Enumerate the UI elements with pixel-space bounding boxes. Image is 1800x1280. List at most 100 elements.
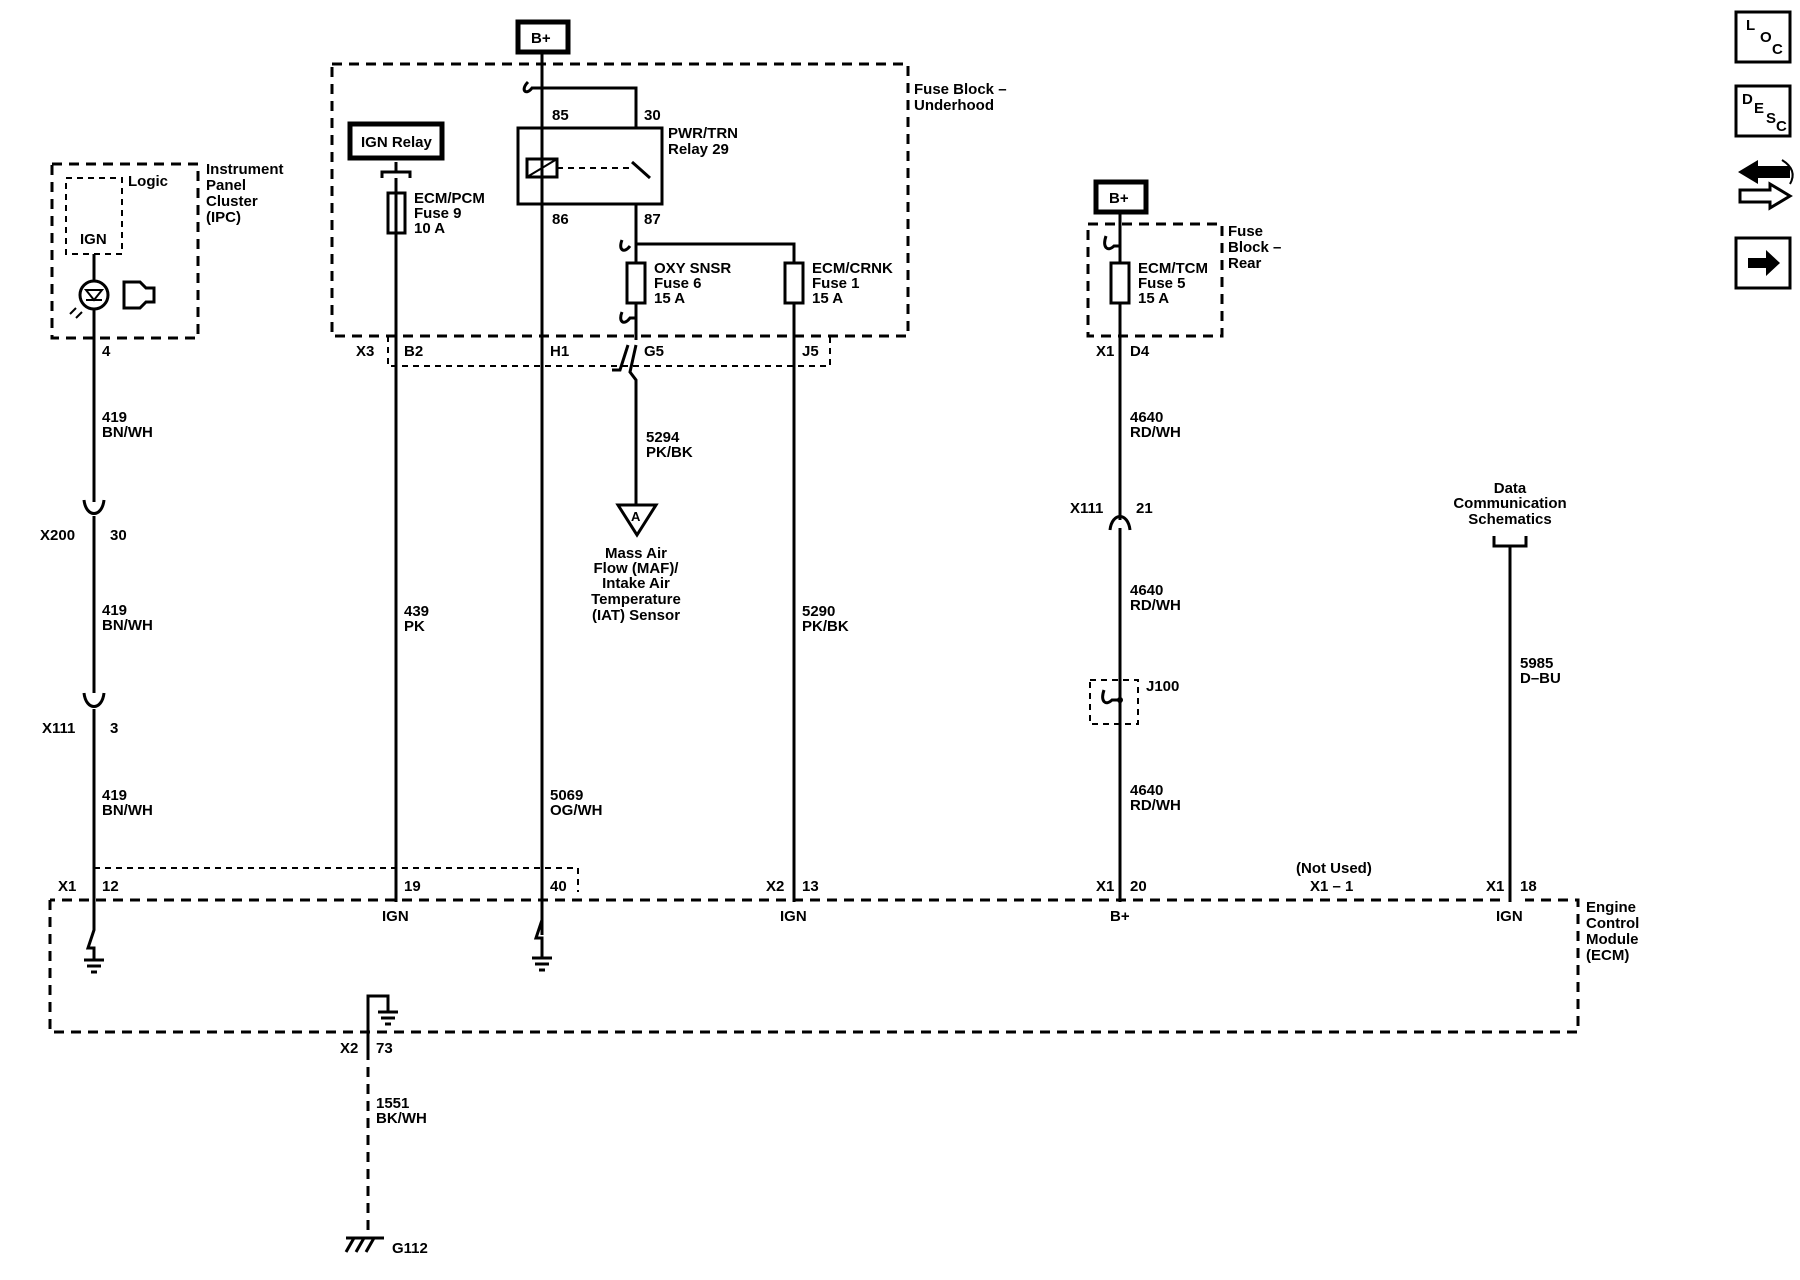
ipc-l3-text: Cluster xyxy=(206,193,258,210)
wires-w419b-num-text: 419 xyxy=(102,602,127,619)
next-arrow-button[interactable] xyxy=(1734,236,1792,290)
connectors-x2-a-text: X2 xyxy=(766,878,784,895)
fuse-block-rear-line1-text: Fuse xyxy=(1228,223,1263,240)
wires-w4640b-color-text: RD/WH xyxy=(1130,597,1181,614)
ipc-logic-text: Logic xyxy=(128,173,168,190)
ign-relay-text: IGN Relay xyxy=(361,134,433,151)
ecm-l2-text: Control xyxy=(1586,915,1639,932)
fuses-ecm-tcm-l2-text: Fuse 5 xyxy=(1138,275,1186,292)
wires-w5290-color-text: PK/BK xyxy=(802,618,849,635)
wires-w5985-color-text: D–BU xyxy=(1520,670,1561,687)
loc-letter-l: L xyxy=(1746,17,1755,34)
loc-letter-o: O xyxy=(1760,29,1772,46)
wires-w4640b-num-text: 4640 xyxy=(1130,582,1163,599)
wires-w4640c-num-text: 4640 xyxy=(1130,782,1163,799)
ecm-ign3-text: IGN xyxy=(1496,908,1523,925)
desc-letter-s: S xyxy=(1766,110,1776,127)
connectors-g112-text: G112 xyxy=(392,1240,428,1257)
connectors-j5-text: J5 xyxy=(802,343,819,360)
connectors-x111-left-pin-text: 3 xyxy=(110,720,118,737)
fuse-ecm-crnk xyxy=(783,261,805,305)
ground-g112-icon xyxy=(344,1236,384,1253)
wires-w419c-color-text: BN/WH xyxy=(102,802,153,819)
b-plus-right-box: B+ xyxy=(1093,179,1149,215)
relay-pin86-text: 86 xyxy=(552,211,569,228)
fuses-ecm-pcm-l2-text: Fuse 9 xyxy=(414,205,462,222)
fuses-ecm-pcm-l3-text: 10 A xyxy=(414,220,445,237)
data-comm-l1-text: Data xyxy=(1494,480,1527,497)
power-b-plus-right-text: B+ xyxy=(1109,190,1129,207)
connectors-x1-a-text: X1 xyxy=(58,878,76,895)
fuses-oxy-snsr-l1-text: OXY SNSR xyxy=(654,260,731,277)
data-comm-l2-text: Communication xyxy=(1453,495,1566,512)
fuse-oxy-snsr xyxy=(625,261,647,305)
ipc-ign-text: IGN xyxy=(80,231,107,248)
ipc-l1-text: Instrument xyxy=(206,161,284,178)
connectors-x111-left-text: X111 xyxy=(42,720,75,737)
wires-w5294-color-text: PK/BK xyxy=(646,444,693,461)
ipc-pin-text: 4 xyxy=(102,343,111,360)
desc-letter-e: E xyxy=(1754,100,1764,117)
connectors-x1-c-text: X1 xyxy=(1486,878,1504,895)
b-plus-top-box: B+ xyxy=(515,19,571,55)
relay-pin85-text: 85 xyxy=(552,107,569,124)
connectors-pin20-text: 20 xyxy=(1130,878,1147,895)
connectors-pin73-text: 73 xyxy=(376,1040,393,1057)
connectors-pin40-text: 40 xyxy=(550,878,567,895)
connectors-pin18-text: 18 xyxy=(1520,878,1537,895)
wires-w4640a-color-text: RD/WH xyxy=(1130,424,1181,441)
wires-w4640a-num-text: 4640 xyxy=(1130,409,1163,426)
connectors-x111-right-text: X111 xyxy=(1070,500,1103,517)
connectors-b2-text: B2 xyxy=(404,343,423,360)
connectors-x111-right-pin-text: 21 xyxy=(1136,500,1153,517)
wires-w419b-color-text: BN/WH xyxy=(102,617,153,634)
maf-l2-text: Flow (MAF)/ xyxy=(594,560,680,577)
wires-w5294-num-text: 5294 xyxy=(646,429,680,446)
desc-letter-c: C xyxy=(1776,118,1787,135)
relay-name2-text: Relay 29 xyxy=(668,141,729,158)
location-button[interactable]: L O C xyxy=(1734,10,1792,64)
fuses-ecm-crnk-l2-text: Fuse 1 xyxy=(812,275,860,292)
ecm-ign2-text: IGN xyxy=(780,908,807,925)
wires-w1551-num-text: 1551 xyxy=(376,1095,409,1112)
wires-w439-num-text: 439 xyxy=(404,603,429,620)
fuse-block-rear-line2-text: Block – xyxy=(1228,239,1281,256)
connectors-d4-text: D4 xyxy=(1130,343,1150,360)
connectors-g5-text: G5 xyxy=(644,343,664,360)
relay-pin30-text: 30 xyxy=(644,107,661,124)
ecm-ign1-text: IGN xyxy=(382,908,409,925)
fuses-ecm-crnk-l3-text: 15 A xyxy=(812,290,843,307)
wires-w5290-num-text: 5290 xyxy=(802,603,835,620)
ign-relay-box: IGN Relay xyxy=(347,121,445,161)
pwr-trn-relay-29 xyxy=(516,126,664,206)
description-button[interactable]: D E S C xyxy=(1734,84,1792,138)
connector-end-view-icon[interactable] xyxy=(1738,159,1794,211)
fuses-ecm-tcm-l3-text: 15 A xyxy=(1138,290,1169,307)
wires-w1551-color-text: BK/WH xyxy=(376,1110,427,1127)
connectors-pin13-text: 13 xyxy=(802,878,819,895)
connectors-x1-1-text: X1 – 1 xyxy=(1310,878,1353,895)
connectors-x200-text: X200 xyxy=(40,527,75,544)
fuse-block-rear xyxy=(1086,222,1224,338)
maf-ref-text: A xyxy=(631,509,641,524)
ipc-box xyxy=(50,162,200,340)
fuse-ecm-tcm xyxy=(1109,261,1131,305)
fuse-block-underhood-line2-text: Underhood xyxy=(914,97,994,114)
connectors-j100-text: J100 xyxy=(1146,678,1179,695)
connectors-x3-text: X3 xyxy=(356,343,374,360)
wires-w5069-num-text: 5069 xyxy=(550,787,583,804)
arrow-right-icon xyxy=(1748,250,1780,276)
loc-letter-c: C xyxy=(1772,41,1783,58)
wires-w5069-color-text: OG/WH xyxy=(550,802,603,819)
maf-l5-text: (IAT) Sensor xyxy=(592,607,680,624)
connectors-h1-text: H1 xyxy=(550,343,569,360)
wires-w439-color-text: PK xyxy=(404,618,425,635)
desc-letter-d: D xyxy=(1742,91,1753,108)
connectors-not-used-text: (Not Used) xyxy=(1296,860,1372,877)
connectors-x2-b-text: X2 xyxy=(340,1040,358,1057)
connectors-x1-b-text: X1 xyxy=(1096,878,1114,895)
ecm-bplus-text: B+ xyxy=(1110,908,1130,925)
relay-name1-text: PWR/TRN xyxy=(668,125,738,142)
ipc-l2-text: Panel xyxy=(206,177,246,194)
